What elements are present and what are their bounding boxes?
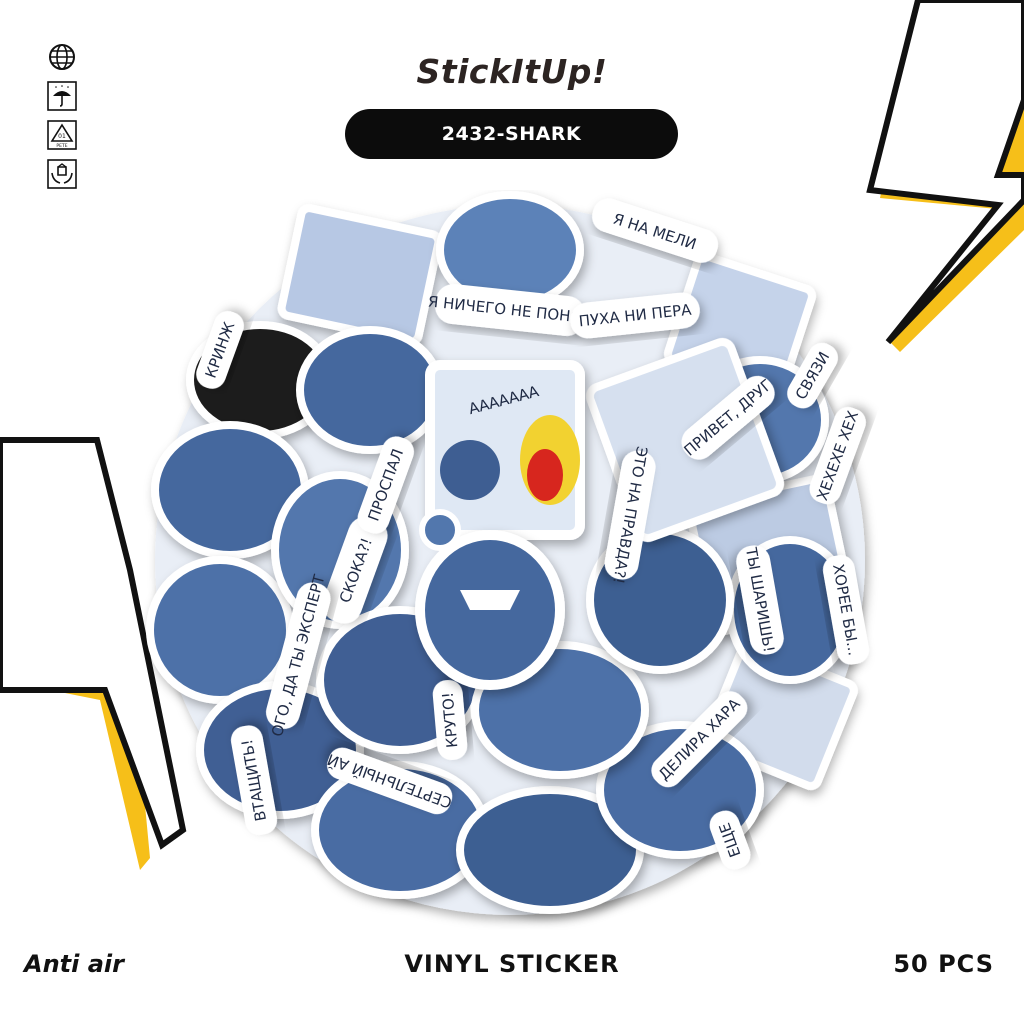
recycle-code-label: 01 xyxy=(58,133,66,140)
product-code-badge: 2432-SHARK xyxy=(345,109,678,159)
package-hands-icon xyxy=(47,159,77,189)
umbrella-icon xyxy=(47,81,77,111)
featured-sticker: ААААААА xyxy=(415,360,585,690)
globe-icon xyxy=(49,44,75,70)
brand-logo-text: StickItUp! xyxy=(416,52,608,91)
footer-feature-label: Anti air xyxy=(24,950,124,978)
sticker-collage: Я НА МЕЛИ Я НИЧЕГО НЕ ПОНЯЛ ПУХА НИ ПЕРА… xyxy=(146,191,870,915)
sticker-shark xyxy=(296,326,444,454)
side-icon-column: 01 PETE xyxy=(47,42,79,198)
footer-quantity: 50 PCS xyxy=(893,950,994,978)
lightning-bolt-top-right xyxy=(866,0,1024,345)
recycle-pete-icon: 01 PETE xyxy=(47,120,77,150)
sticker-text: КРУТО! xyxy=(439,691,462,748)
lightning-bolt-left xyxy=(0,437,187,850)
sticker-shark xyxy=(146,556,294,704)
sticker-card xyxy=(277,204,443,346)
footer-product-type: VINYL STICKER xyxy=(404,950,620,978)
recycle-material-label: PETE xyxy=(56,143,67,149)
